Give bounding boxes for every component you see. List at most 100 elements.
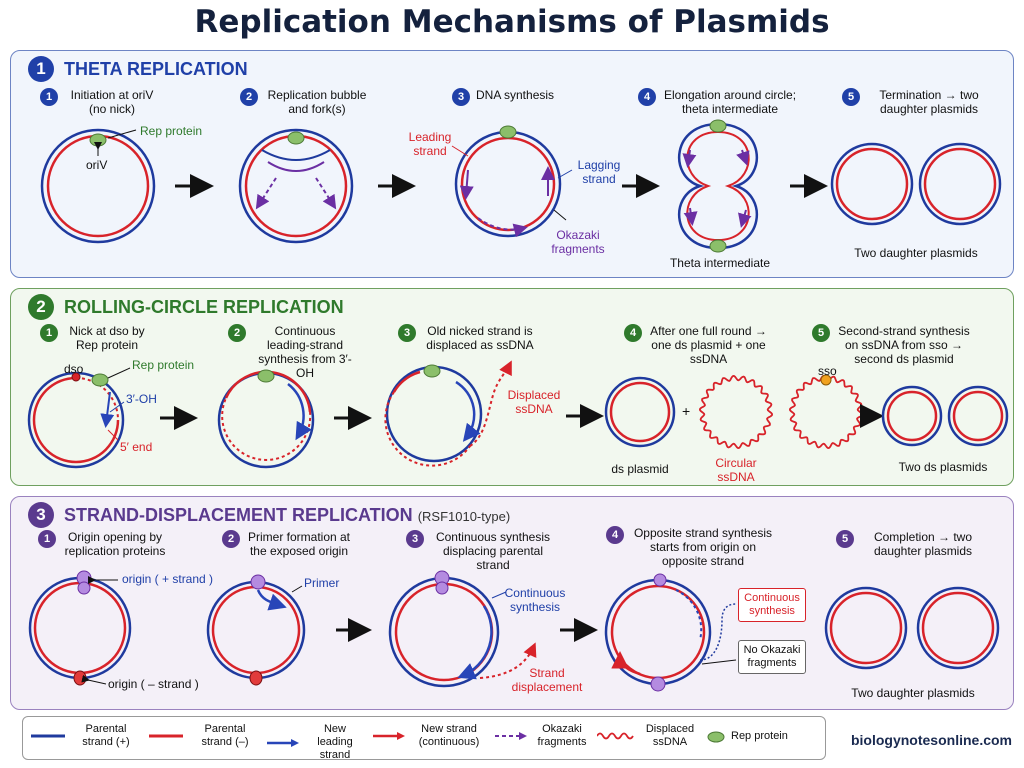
step-text: Second-strand synthesis on ssDNA from ss… — [838, 324, 970, 366]
end5-label: 5′ end — [120, 440, 153, 454]
step-text: Completion → two daughter plasmids — [873, 530, 973, 558]
blue-line-icon — [31, 734, 65, 738]
strand-step-1: 1 Origin opening by replication proteins — [38, 530, 168, 558]
legend-label: Parental strand (–) — [201, 723, 249, 748]
strand-number-badge: 3 — [28, 502, 54, 528]
rep-protein-icon — [287, 131, 305, 145]
strand-title: STRAND-DISPLACEMENT REPLICATION — [64, 504, 413, 525]
rolling-plasmid-2 — [217, 369, 315, 469]
theta-title: THETA REPLICATION — [64, 58, 248, 79]
step-text: Elongation around circle; theta intermed… — [663, 88, 797, 116]
step-number: 2 — [222, 530, 240, 548]
rep-protein-icon — [257, 369, 275, 383]
step-text: Termination → two daughter plasmids — [879, 88, 979, 116]
step-number: 3 — [452, 88, 470, 106]
theta-step-1: 1 Initiation at oriV (no nick) — [40, 88, 160, 116]
strand-subtitle: (RSF1010-type) — [417, 508, 511, 524]
two-ds-plasmids-label: Two ds plasmids — [898, 460, 988, 474]
step-text: Origin opening by replication proteins — [64, 530, 166, 558]
step-text: Replication bubble and fork(s) — [267, 88, 367, 116]
step-number: 5 — [842, 88, 860, 106]
strand-step-2: 2 Primer formation at the exposed origin — [222, 530, 352, 558]
legend-label: Displaced ssDNA — [645, 723, 695, 748]
ssdna-wavy — [788, 374, 864, 450]
theta-plasmid-1 — [40, 128, 156, 244]
rolling-step5 — [788, 374, 1009, 450]
legend-label: Rep protein — [731, 730, 788, 742]
rolling-plasmid-1 — [27, 367, 131, 469]
legend-item-parental-minus: Parental strand (–) — [149, 723, 261, 749]
plus-label: + — [682, 403, 691, 419]
red-line-icon — [149, 734, 183, 738]
circular-ssdna-wavy — [698, 374, 774, 450]
strand-displacement-label: Strand displacement — [511, 666, 583, 694]
theta-step-5: 5 Termination → two daughter plasmids — [842, 88, 992, 116]
theta-heading: 1 THETA REPLICATION — [28, 56, 248, 82]
step-text: Continuous synthesis displacing parental… — [435, 530, 551, 572]
step-number: 4 — [638, 88, 656, 106]
step-text: After one full round → one ds plasmid + … — [650, 324, 767, 366]
rep-protein-icon — [709, 119, 727, 133]
legend-label: Okazaki fragments — [537, 723, 587, 748]
ds-plasmid-label: ds plasmid — [611, 462, 669, 476]
theta-intermediate — [677, 119, 759, 253]
step-number: 3 — [398, 324, 416, 342]
legend-item-new-leading: New leading strand — [267, 723, 365, 762]
strand-step-4: 4 Opposite strand synthesis starts from … — [606, 526, 776, 568]
sso-label: sso — [818, 364, 837, 378]
rep-protein-icon — [499, 125, 517, 139]
step-number: 4 — [606, 526, 624, 544]
step-number: 2 — [240, 88, 258, 106]
step-number: 3 — [406, 530, 424, 548]
theta-plasmid-2 — [238, 128, 354, 244]
legend-label: New leading strand — [317, 723, 353, 761]
legend: Parental strand (+) Parental strand (–) … — [22, 716, 826, 762]
red-wavy-line-icon — [597, 732, 634, 740]
step-text: Nick at dso by Rep protein — [69, 324, 145, 352]
strand-plasmid-1 — [28, 570, 132, 686]
theta-step-3: 3 DNA synthesis — [452, 88, 572, 106]
strand-daughters-label: Two daughter plasmids — [851, 686, 975, 700]
step-number: 5 — [836, 530, 854, 548]
leading-strand-label: Leading strand — [408, 130, 452, 158]
rolling-number-badge: 2 — [28, 294, 54, 320]
rolling-title: ROLLING-CIRCLE REPLICATION — [64, 296, 344, 317]
displaced-ssdna-label: Displaced ssDNA — [507, 388, 561, 416]
no-okazaki-box: No Okazaki fragments — [738, 640, 806, 674]
lagging-strand-label: Lagging strand — [577, 158, 621, 186]
rep-protein-icon — [91, 373, 109, 387]
circular-ssdna-label: Circular ssDNA — [715, 456, 757, 484]
rep-protein-icon — [709, 239, 727, 253]
blue-arrow-icon — [267, 738, 299, 747]
step-number: 1 — [40, 88, 58, 106]
oh3-label: 3′-OH — [126, 392, 157, 406]
rep-protein-icon — [89, 133, 107, 147]
legend-item-rep-protein: Rep protein — [707, 730, 788, 743]
rolling-heading: 2 ROLLING-CIRCLE REPLICATION — [28, 294, 344, 320]
rolling-step-4: 4 After one full round → one ds plasmid … — [624, 324, 769, 366]
step-text: Initiation at oriV (no nick) — [70, 88, 154, 116]
step-number: 5 — [812, 324, 830, 342]
step-text: Primer formation at the exposed origin — [247, 530, 351, 558]
legend-item-okazaki: Okazaki fragments — [495, 723, 591, 749]
step-text: DNA synthesis — [476, 88, 555, 102]
strand-step-5: 5 Completion → two daughter plasmids — [836, 530, 986, 558]
strand-plasmid-2 — [206, 574, 306, 686]
red-arrow-icon — [373, 732, 405, 740]
strand-plasmid-3 — [388, 570, 537, 688]
step-text: Continuous leading-strand synthesis from… — [258, 324, 352, 380]
green-oval-icon — [707, 731, 725, 742]
legend-label: New strand (continuous) — [418, 723, 480, 748]
rolling-step-3: 3 Old nicked strand is displaced as ssDN… — [398, 324, 538, 352]
legend-item-parental-plus: Parental strand (+) — [31, 723, 141, 749]
oriv-label: oriV — [86, 158, 108, 172]
purple-dashed-arrow-icon — [495, 732, 527, 740]
step-number: 1 — [40, 324, 58, 342]
step-text: Old nicked strand is displaced as ssDNA — [426, 324, 534, 352]
origin-minus-label: origin ( – strand ) — [108, 677, 199, 691]
theta-number-badge: 1 — [28, 56, 54, 82]
page-title: Replication Mechanisms of Plasmids — [194, 4, 830, 40]
step-number: 2 — [228, 324, 246, 342]
theta-rep-protein-label: Rep protein — [140, 124, 203, 138]
